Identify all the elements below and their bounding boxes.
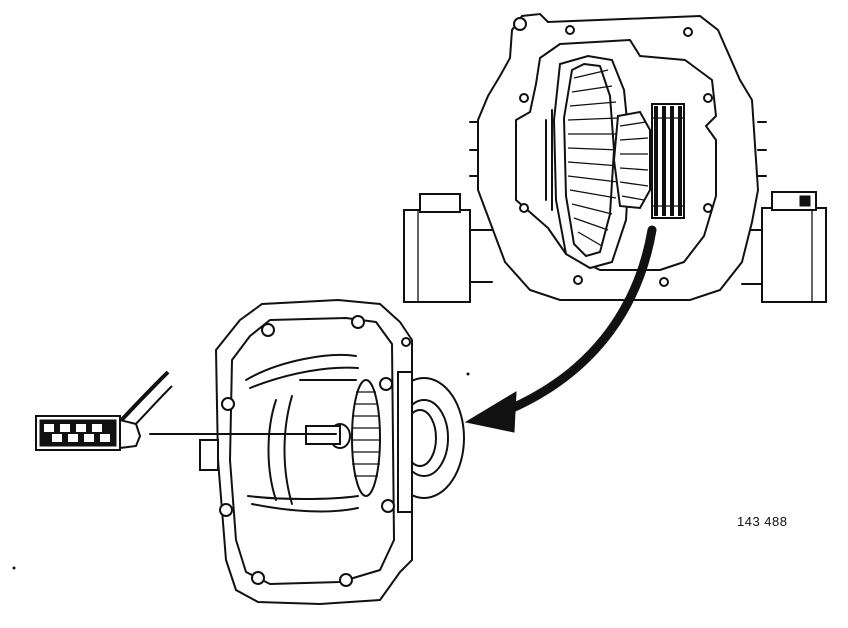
differential-housing-assembly xyxy=(403,12,827,303)
right-axle-flange xyxy=(741,191,827,303)
sensor-ring xyxy=(305,379,381,497)
spider-gears xyxy=(612,110,651,210)
speed-sensor-connector xyxy=(35,370,173,451)
cover-internal-ribs xyxy=(245,354,359,513)
cover-bolt-holes xyxy=(219,315,411,587)
housing-bolt-holes xyxy=(513,17,713,287)
cover-outline xyxy=(214,298,413,606)
housing-inner-recess xyxy=(515,39,717,271)
ring-gear xyxy=(545,54,632,270)
rear-cover-assembly xyxy=(149,298,465,606)
cover-inner-edge xyxy=(229,317,395,585)
figure-reference-number: 143 488 xyxy=(737,514,788,529)
left-axle-flange xyxy=(403,193,493,303)
transfer-arrow xyxy=(464,225,657,433)
pinion-gear xyxy=(651,103,685,219)
